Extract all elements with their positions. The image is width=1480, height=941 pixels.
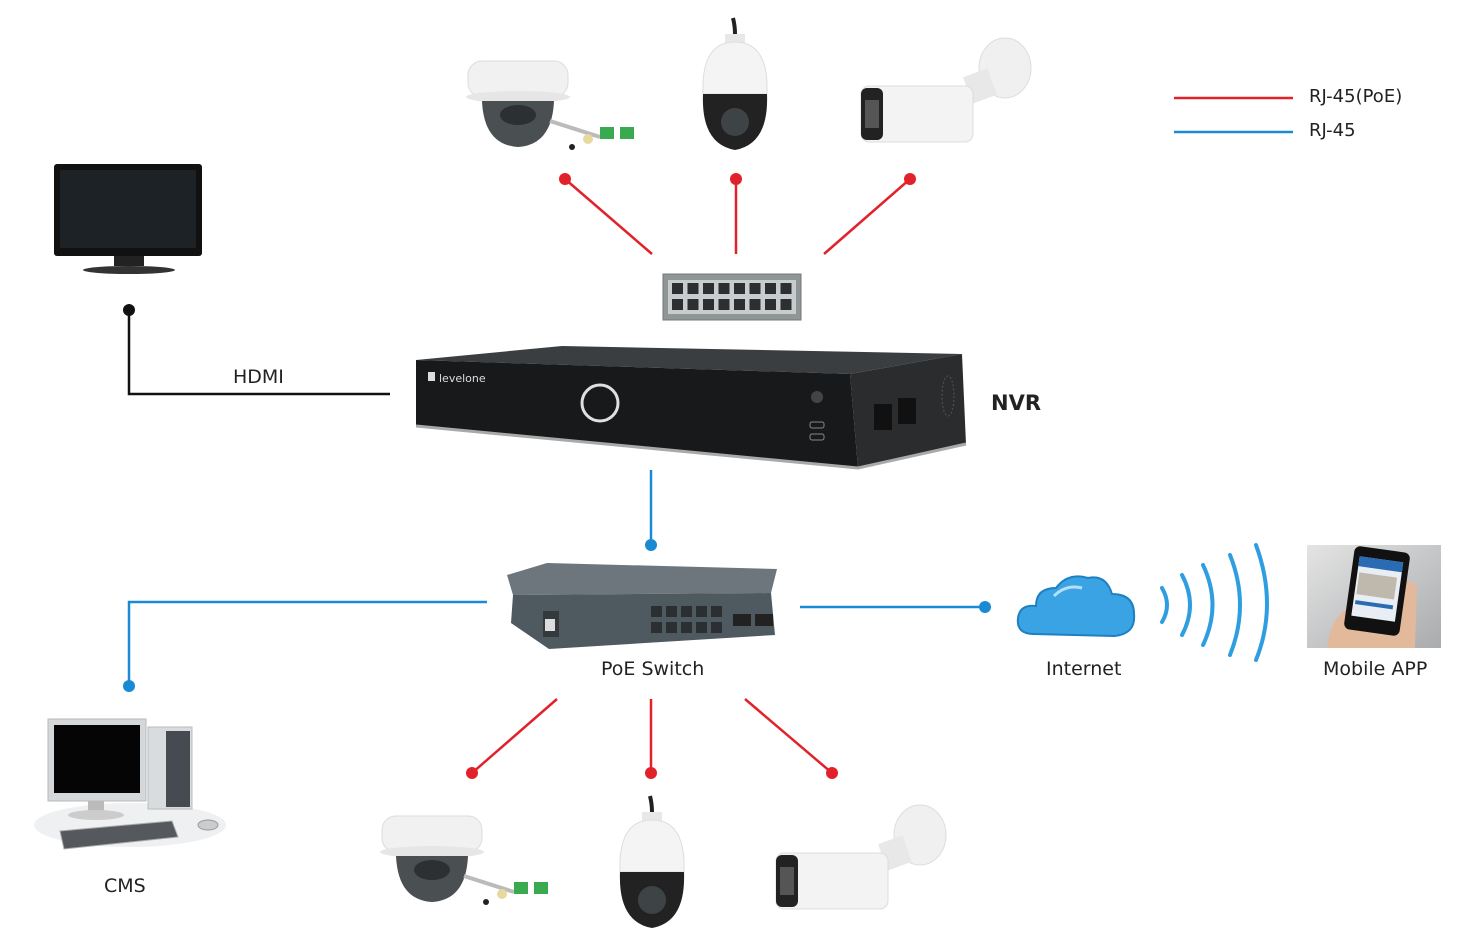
rj45-port <box>711 622 722 633</box>
dome-camera-icon <box>380 815 548 905</box>
legend-label-poe: RJ-45(PoE) <box>1309 86 1403 107</box>
rj45-port <box>780 283 792 294</box>
poe-port-module-icon <box>662 273 802 321</box>
rj45-port <box>696 606 707 617</box>
legend-label-rj45: RJ-45 <box>1309 120 1356 141</box>
rj45-port <box>651 622 662 633</box>
rj45-port <box>687 283 699 294</box>
rj45-dot <box>979 601 991 613</box>
ptz-camera-icon <box>702 17 768 150</box>
rj45-port <box>672 299 683 310</box>
poe-dot <box>730 173 742 185</box>
bullet-camera-icon <box>775 804 947 910</box>
cms-label: CMS <box>104 875 146 897</box>
rj45-port <box>711 606 722 617</box>
rj45-port <box>765 283 776 294</box>
poe-line-dome-top <box>564 178 653 255</box>
internet-label: Internet <box>1046 658 1122 680</box>
rj45-port <box>734 283 745 294</box>
rj45-port <box>681 622 692 633</box>
hdmi-label: HDMI <box>233 366 284 388</box>
rj45-port <box>672 283 683 294</box>
poe-dot <box>826 767 838 779</box>
rj45-port <box>703 283 714 294</box>
rj45-port <box>703 299 714 310</box>
nvr-device-icon: levelone <box>415 346 967 470</box>
cms-computer-icon <box>34 718 226 850</box>
rj45-port <box>734 299 745 310</box>
mobile-phone-icon <box>1307 545 1441 648</box>
dome-camera-icon <box>466 60 634 150</box>
ptz-camera-icon <box>619 795 685 928</box>
rj45-port <box>765 299 776 310</box>
rj45-port <box>749 283 761 294</box>
poe-dot <box>645 767 657 779</box>
mobile-app-label: Mobile APP <box>1323 658 1428 680</box>
poe-line-bullet-bottom <box>744 698 833 774</box>
poe-dot <box>466 767 478 779</box>
hdmi-line <box>127 310 390 396</box>
nvr-label: NVR <box>991 391 1041 415</box>
poe-switch-icon <box>507 563 777 649</box>
rj45-port <box>718 283 730 294</box>
poe-dot <box>559 173 571 185</box>
rj45-dot <box>123 680 135 692</box>
monitor-icon <box>54 164 202 274</box>
hdmi-dot <box>123 304 135 316</box>
poe-line-dome-bottom <box>471 698 558 774</box>
rj45-port <box>687 299 699 310</box>
bullet-camera-icon <box>860 37 1032 143</box>
rj45-port <box>651 606 662 617</box>
rj45-port <box>681 606 692 617</box>
rj45-port <box>666 606 677 617</box>
rj45-port <box>696 622 707 633</box>
rj45-port <box>718 299 730 310</box>
internet-cloud-icon <box>1016 575 1136 638</box>
nvr-brand-logo: levelone <box>439 372 486 385</box>
rj45-port <box>780 299 792 310</box>
rj45-port <box>749 299 761 310</box>
poe-dot <box>904 173 916 185</box>
poe-switch-label: PoE Switch <box>601 658 705 680</box>
wireless-signal-icon <box>1160 543 1269 662</box>
poe-line-bullet-top <box>823 178 911 255</box>
rj45-port <box>666 622 677 633</box>
rj45-line-cms <box>127 600 487 686</box>
rj45-dot <box>645 539 657 551</box>
